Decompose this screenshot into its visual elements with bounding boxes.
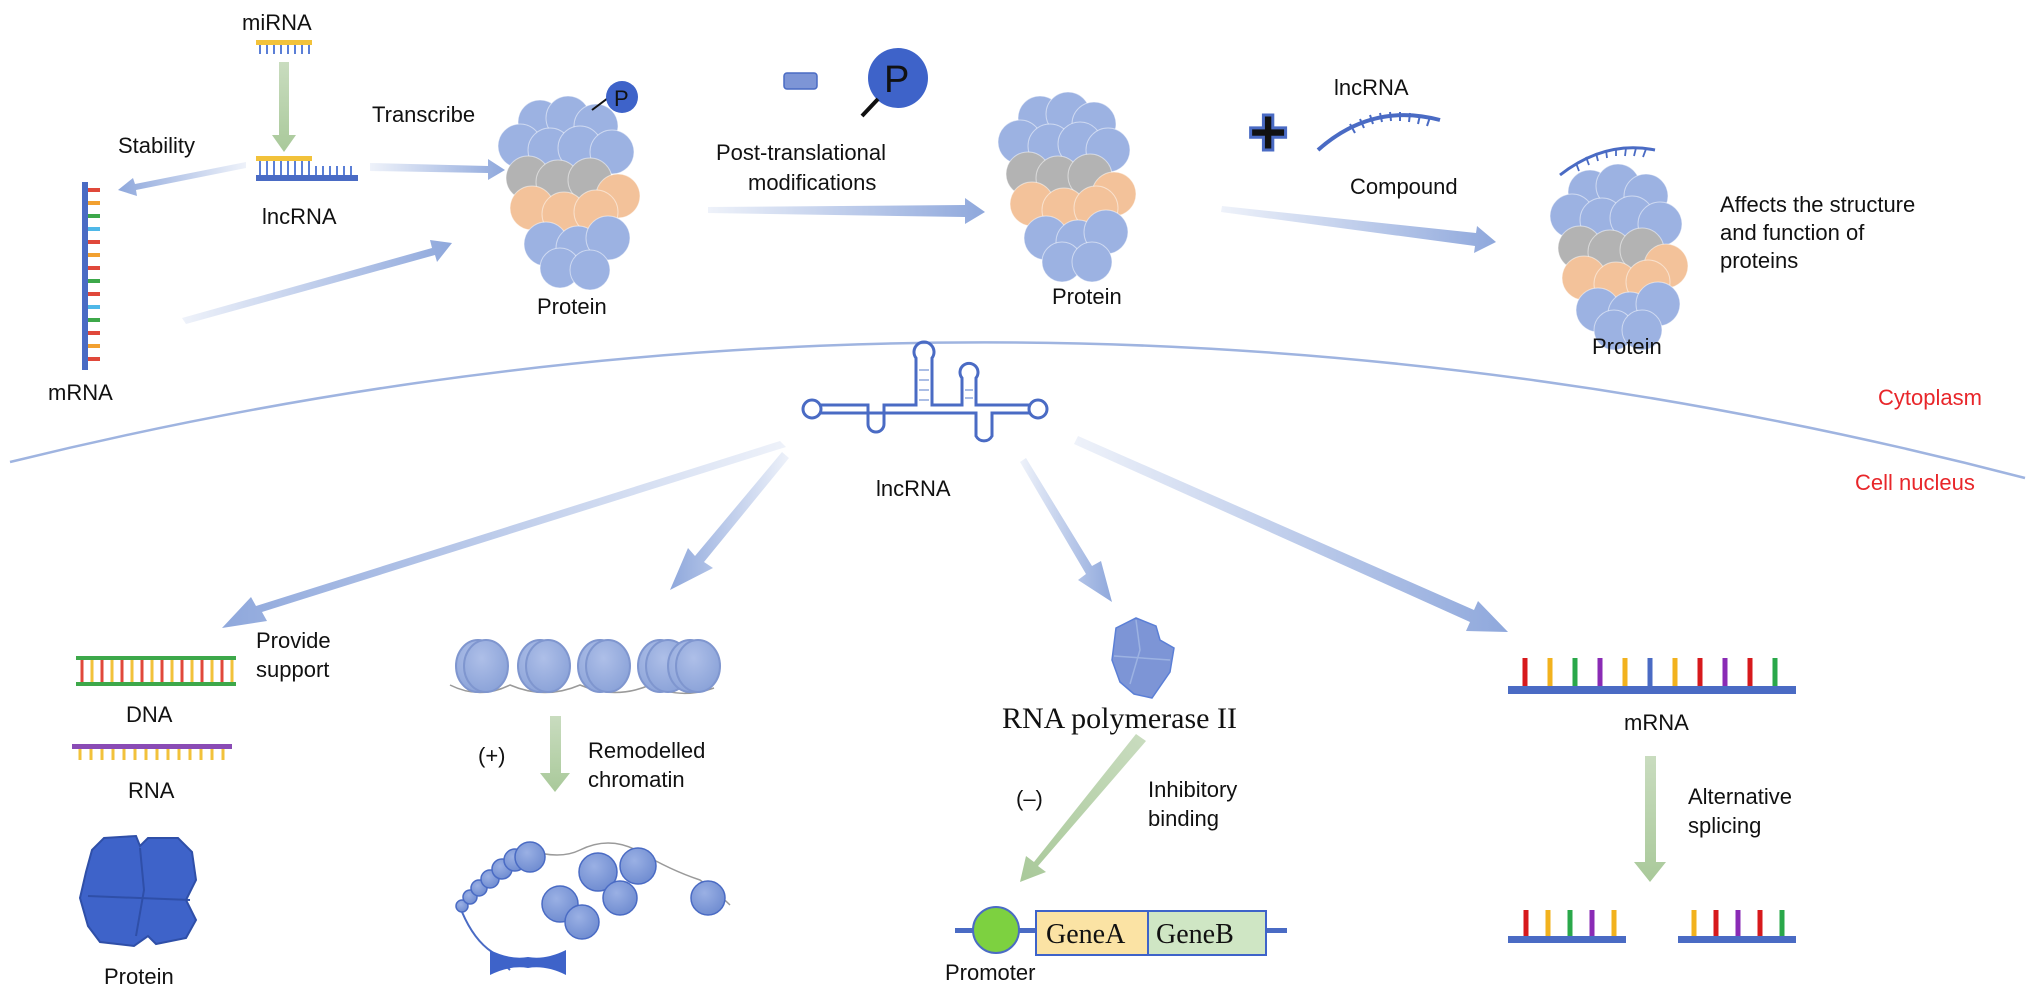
arrow-lncrna-to-protein xyxy=(370,159,505,180)
arrow-to-mrna xyxy=(1074,436,1508,632)
inhibitory-label-line2: binding xyxy=(1148,806,1219,831)
alt-splicing-label-line1: Alternative xyxy=(1688,784,1792,809)
spliced-mrna-2 xyxy=(1678,910,1796,943)
mirna-strand xyxy=(256,40,312,54)
chromosome-icon xyxy=(490,950,566,975)
affects-label-line2: and function of xyxy=(1720,220,1865,245)
protein-label-1: Protein xyxy=(537,294,607,319)
phosphate-small-label: P xyxy=(614,86,629,111)
plus-sign-icon: ✚ xyxy=(1248,108,1288,161)
phosphate-big-label: P xyxy=(884,59,909,101)
inhibitory-label-line1: Inhibitory xyxy=(1148,777,1237,802)
arrow-ptm xyxy=(708,198,985,224)
arrow-compound xyxy=(1221,206,1496,253)
promoter-icon xyxy=(972,906,1020,954)
lncrna-label: lncRNA xyxy=(262,204,337,229)
gene-a-label: GeneA xyxy=(1046,919,1126,950)
green-arrow-splicing xyxy=(1634,756,1666,882)
nuclear-membrane xyxy=(9,341,2026,480)
green-arrow-mirna-down xyxy=(272,62,296,152)
protein-label-2: Protein xyxy=(1052,284,1122,309)
lncrna-bound-arc xyxy=(1559,146,1656,177)
arrow-to-chromatin xyxy=(670,452,789,590)
arrow-stability xyxy=(118,162,246,196)
mrna-label-cytoplasm: mRNA xyxy=(48,380,113,405)
green-arrow-chromatin xyxy=(540,716,570,792)
lncrna-arc xyxy=(1316,111,1441,152)
protein-cluster-1 xyxy=(497,95,641,291)
stability-label: Stability xyxy=(118,133,195,158)
phosphate-big-icon xyxy=(868,48,928,108)
arrow-to-support xyxy=(222,441,786,628)
rna-strand xyxy=(72,744,232,760)
compound-label: Compound xyxy=(1350,174,1458,199)
remodelled-chromatin xyxy=(455,841,726,940)
spliced-mrna-1 xyxy=(1508,910,1626,943)
ptm-label-line2: modifications xyxy=(748,170,876,195)
nucleosome-row xyxy=(455,639,721,693)
arrow-mrna-to-protein xyxy=(182,240,452,324)
green-arrow-inhibitory xyxy=(1020,734,1146,882)
support-protein-icon xyxy=(78,834,198,948)
phospho-link-big xyxy=(860,97,880,118)
ptm-label-line1: Post-translational xyxy=(716,140,886,165)
affects-label-line1: Affects the structure xyxy=(1720,192,1915,217)
dna-double-strand xyxy=(76,656,236,686)
mrna-label-nucleus: mRNA xyxy=(1624,710,1689,735)
polymerase-label: RNA polymerase II xyxy=(1002,702,1237,735)
minus-sign-icon xyxy=(783,72,818,90)
arrow-to-polymerase xyxy=(1020,458,1112,602)
cell-nucleus-label: Cell nucleus xyxy=(1855,470,1975,495)
lncrna-top-label: lncRNA xyxy=(1334,75,1409,100)
cytoplasm-label: Cytoplasm xyxy=(1878,385,1982,410)
mirna-label: miRNA xyxy=(242,10,312,35)
remodelled-label-line2: chromatin xyxy=(588,767,685,792)
mirna-lncrna-duplex xyxy=(256,156,358,181)
transcribe-label: Transcribe xyxy=(372,102,475,127)
promoter-label: Promoter xyxy=(945,960,1035,985)
lncrna-hairpin-structure xyxy=(801,340,1049,443)
lncrna-center-label: lncRNA xyxy=(876,476,951,501)
plus-label: (+) xyxy=(478,743,506,768)
alt-splicing-label-line2: splicing xyxy=(1688,813,1761,838)
dna-label: DNA xyxy=(126,702,173,727)
protein-cluster-2 xyxy=(997,91,1137,283)
rna-label: RNA xyxy=(128,778,175,803)
gene-b-box xyxy=(1147,910,1267,956)
protein-label-3: Protein xyxy=(1592,334,1662,359)
mrna-vertical xyxy=(82,182,100,370)
protein-cluster-3 xyxy=(1549,163,1689,351)
protein-label-nucleus: Protein xyxy=(104,964,174,989)
phosphate-small-icon xyxy=(606,81,638,113)
minus-label: (–) xyxy=(1016,786,1043,811)
provide-label-line2: support xyxy=(256,657,329,682)
provide-label-line1: Provide xyxy=(256,628,331,653)
gene-construct xyxy=(955,906,1287,956)
remodelled-label-line1: Remodelled xyxy=(588,738,705,763)
affects-label-line3: proteins xyxy=(1720,248,1798,273)
polymerase-icon xyxy=(1111,617,1175,699)
mrna-horizontal xyxy=(1508,658,1796,694)
lncrna-hairpin-basepairs xyxy=(919,369,973,401)
gene-b-label: GeneB xyxy=(1156,919,1234,950)
